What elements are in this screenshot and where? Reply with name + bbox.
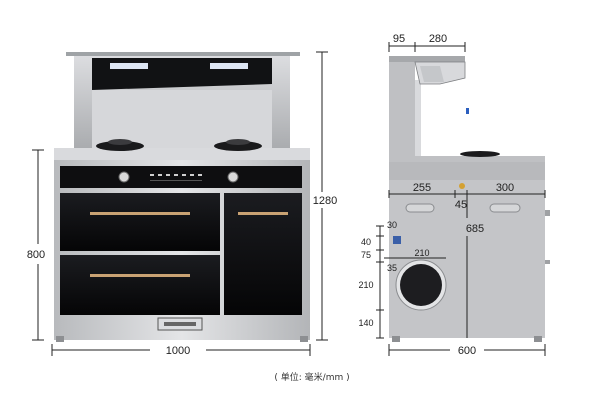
knob-left-icon bbox=[118, 171, 130, 183]
dim-side-top-right-label: 280 bbox=[429, 33, 447, 45]
burner-left bbox=[96, 139, 144, 151]
drawer-lower bbox=[60, 255, 220, 315]
side-gas-inlet-icon bbox=[459, 183, 465, 189]
dim-side-210-vertical-label: 210 bbox=[358, 280, 373, 290]
side-burner-icon bbox=[460, 151, 500, 157]
dim-side-top-left-label: 95 bbox=[393, 33, 405, 45]
dim-side-depth bbox=[388, 344, 546, 356]
side-handle-slot-left bbox=[405, 203, 435, 213]
foot-right bbox=[300, 336, 308, 342]
control-panel bbox=[60, 166, 302, 188]
door-handle bbox=[238, 212, 288, 215]
dim-side-30-label: 30 bbox=[387, 220, 397, 230]
side-back-column bbox=[389, 56, 415, 164]
dim-side-140-label: 140 bbox=[358, 318, 373, 328]
touch-buttons bbox=[150, 174, 202, 181]
foot-left bbox=[56, 336, 64, 342]
hood-glass-top bbox=[66, 52, 300, 56]
dim-side-left-section-label: 255 bbox=[413, 182, 431, 194]
drawer-lower-handle bbox=[90, 274, 190, 277]
dim-side-depth-label: 600 bbox=[458, 345, 476, 357]
side-hood-top bbox=[389, 56, 465, 62]
side-handle-slot-right bbox=[489, 203, 521, 213]
dim-front-total-height bbox=[316, 51, 328, 341]
drawer-upper-handle bbox=[90, 212, 190, 215]
dim-side-right-section-label: 300 bbox=[496, 182, 514, 194]
dim-front-width bbox=[51, 344, 311, 356]
dim-side-left-ladder bbox=[376, 225, 446, 339]
dim-side-75-label: 75 bbox=[361, 250, 371, 260]
hood-back-panel bbox=[92, 90, 272, 148]
dim-side-210-horizontal-label: 210 bbox=[414, 248, 429, 258]
dim-front-width-label: 1000 bbox=[166, 345, 190, 357]
countertop bbox=[54, 148, 310, 160]
burner-right bbox=[214, 139, 262, 151]
knob-right-icon bbox=[227, 171, 239, 183]
side-column-front bbox=[415, 80, 421, 160]
hood-light-right bbox=[210, 63, 248, 69]
dim-front-height bbox=[32, 149, 44, 341]
side-body-upper-strip bbox=[389, 162, 545, 180]
drawer-upper bbox=[60, 193, 220, 251]
side-connector-icon bbox=[393, 236, 401, 244]
dim-side-40-label: 40 bbox=[361, 237, 371, 247]
unit-note: ( 单位: 毫米/mm ) bbox=[274, 371, 349, 383]
side-view: 95 280 255 45 300 685 3 bbox=[358, 33, 550, 357]
hood-light-left bbox=[110, 63, 148, 69]
dim-front-total-height-label: 1280 bbox=[313, 195, 337, 207]
dim-front-height-label: 800 bbox=[27, 249, 45, 261]
cabinet-door-right bbox=[224, 193, 302, 315]
dim-side-inner-height-label: 685 bbox=[466, 223, 484, 235]
side-cooktop bbox=[415, 156, 545, 162]
dim-side-gap-label: 45 bbox=[455, 199, 467, 211]
front-view: 1000 800 1280 bbox=[27, 51, 337, 357]
dim-side-top bbox=[388, 42, 466, 52]
dim-side-35-label: 35 bbox=[387, 263, 397, 273]
